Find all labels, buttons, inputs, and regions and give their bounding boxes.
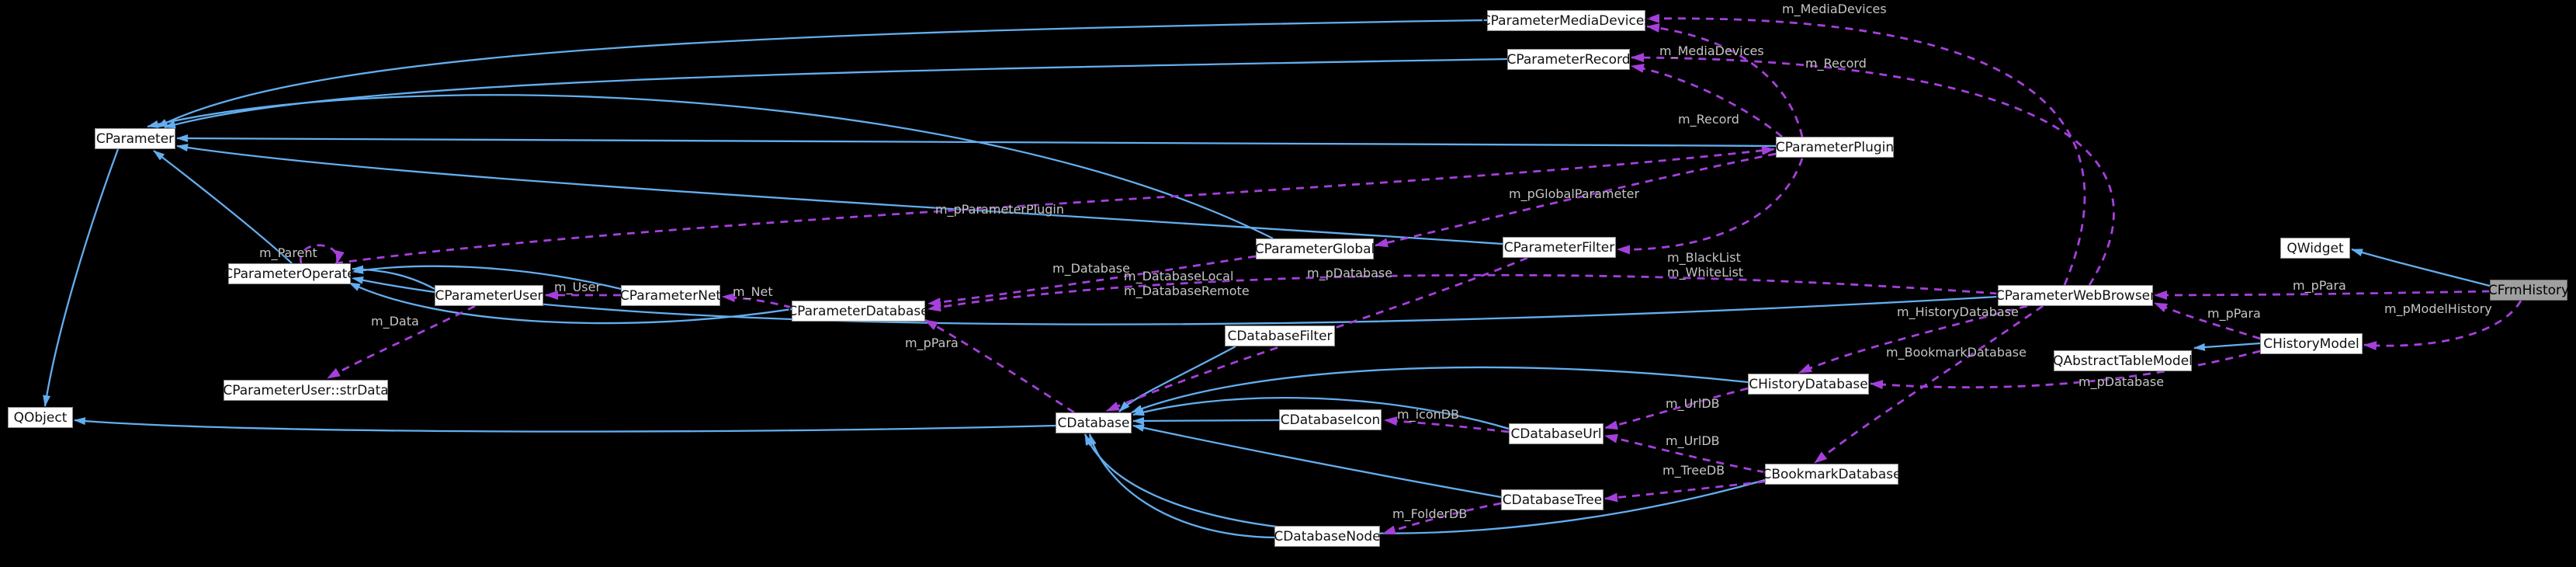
edge-cparameteroperate-to-cparameterplugin (335, 145, 1775, 265)
edge-cparameterplugin-to-cparameter (176, 134, 1777, 148)
class-node-cparametermediadevices[interactable]: CParameterMediaDevices (1482, 10, 1651, 31)
edge-cbookmarkdatabase-to-cdatabasetree (1604, 480, 1766, 503)
edge-cparameterplugin-to-cparameterfilter (1617, 158, 1804, 255)
edge-label-cdatabasetree-cdatabasenode: m_FolderDB (1392, 506, 1468, 521)
edge-label-chistorymodel-cparameterwebbrowser: m_pPara (2207, 306, 2261, 321)
edge-chistorymodel-to-chistorydatabase (1870, 350, 2261, 390)
class-node-cparameteruser[interactable]: CParameterUser (435, 285, 543, 306)
edge-cfrmhistory-to-qwidget (2351, 248, 2491, 287)
class-node-cparameterglobal[interactable]: CParameterGlobal (1255, 238, 1375, 259)
edge-cparameterplugin-to-cparameterglobal (1375, 152, 1777, 248)
class-node-cdatabaseurl[interactable]: CDatabaseUrl (1509, 423, 1603, 444)
edge-cparameterwebbrowser-to-cparameterdatabase (927, 273, 1999, 312)
edge-cparameter-to-qobject (43, 148, 120, 407)
edge-cparameterglobal-to-cparameterdatabase (927, 255, 1257, 308)
class-node-strdata[interactable]: CParameterUser::strData (223, 380, 389, 401)
edge-label-cfrmhistory-cparameterwebbrowser: m_pPara (2293, 278, 2346, 293)
edge-cparameterplugin-to-cparametermediadevices (1646, 23, 1804, 137)
edge-label-cparameternet-cparameteruser: m_User (554, 280, 602, 294)
class-node-cdatabasefilter[interactable]: CDatabaseFilter (1225, 325, 1335, 346)
edge-label-cparameterplugin-cparameterrecord: m_Record (1678, 112, 1739, 127)
edge-label-cparameterglobal-cparameterdatabase: m_Database (1052, 261, 1130, 276)
edge-cparameterrecord-to-cparameter (164, 57, 1508, 129)
edge-cdatabasetree-to-cdatabase (1132, 424, 1502, 499)
edge-cparameternet-to-cparameteroperate (352, 265, 622, 290)
edge-cfrmhistory-to-cparameterwebbrowser (2154, 290, 2491, 300)
edge-label-cparameterdatabase-cparameternet: m_Net (733, 284, 773, 299)
edge-cparameterdatabase-to-cparameternet (722, 293, 792, 309)
class-node-cparameter[interactable]: CParameter (95, 128, 175, 149)
edge-cfrmhistory-to-chistorymodel (2363, 300, 2522, 351)
edge-cparameterplugin-to-cparameterrecord (1631, 63, 1783, 138)
edge-label-cbookmarkdatabase-cdatabasetree: m_TreeDB (1662, 463, 1725, 478)
edge-cdatabasetree-to-cdatabasenode (1382, 502, 1502, 535)
edge-cdatabaseurl-to-cdatabaseicon (1384, 416, 1510, 433)
edge-cparameterwebbrowser-to-cbookmarkdatabase (1814, 304, 2044, 464)
class-node-cparameteroperate[interactable]: CParameterOperate (224, 263, 355, 284)
class-node-cparameterrecord[interactable]: CParameterRecord (1506, 49, 1631, 70)
edge-label-cdatabaseurl-cdatabaseicon: m_iconDB (1397, 407, 1460, 422)
class-node-cparameterdatabase[interactable]: CParameterDatabase (788, 301, 929, 322)
class-node-qabstracttablemodel[interactable]: QAbstractTableModel (2053, 350, 2193, 371)
class-node-cbookmarkdatabase[interactable]: CBookmarkDatabase (1762, 464, 1902, 485)
edge-cdatabase-to-cparameterdatabase (924, 318, 1075, 414)
edge-label-cparameterfilter-cdatabase: m_pDatabase (1307, 266, 1393, 280)
edge-cparameterfilter-to-cparameter (176, 144, 1503, 245)
edge-cparameterdatabase-to-cparameteroperate (348, 281, 792, 325)
edge-label-cparameterwebbrowser-chistorydatabase: m_HistoryDatabase (1897, 304, 2019, 319)
edge-chistorydatabase-to-cdatabaseurl (1604, 387, 1749, 430)
edge-cbookmarkdatabase-to-cdatabaseurl (1604, 433, 1766, 474)
class-node-cdatabaseicon[interactable]: CDatabaseIcon (1279, 409, 1382, 430)
edge-label-cparameteroperate-cparameteroperate: m_Parent (259, 245, 317, 260)
edge-cparameteroperate-to-cparameteroperate (299, 244, 345, 264)
edge-label-cparameterwebbrowser-cbookmarkdatabase: m_BookmarkDatabase (1886, 345, 2026, 360)
class-node-cdatabase[interactable]: CDatabase (1056, 412, 1132, 433)
edge-label-cfrmhistory-chistorymodel: m_pModelHistory (2384, 301, 2492, 316)
edge-cparameterglobal-to-cparameter (147, 94, 1274, 240)
edge-cparameterwebbrowser-to-cparametermediadevices (1646, 13, 2086, 286)
edge-label-cparameterwebbrowser-cparameterrecord: m_Record (1805, 56, 1867, 71)
class-node-qobject[interactable]: QObject (8, 407, 73, 428)
edge-cdatabasefilter-to-cdatabase (1118, 345, 1236, 412)
edge-label-cdatabase-cparameterdatabase: m_pPara (905, 336, 959, 350)
edge-label-cparameterplugin-cparametermediadevices: m_MediaDevices (1659, 43, 1764, 58)
class-node-cfrmhistory[interactable]: CFrmHistory (2488, 280, 2569, 301)
edge-label-cbookmarkdatabase-cdatabaseurl: m_UrlDB (1666, 433, 1720, 448)
edge-label-cparameterplugin-cparameterfilter: m_BlackList m_WhiteList (1667, 250, 1744, 280)
edge-label-cparameterwebbrowser-cparameterdatabase: m_DatabaseLocal m_DatabaseRemote (1124, 269, 1250, 298)
class-node-chistorydatabase[interactable]: CHistoryDatabase (1748, 374, 1869, 395)
edge-cparametermediadevices-to-cparameter (156, 19, 1488, 129)
edge-cparameteroperate-to-cparameter (153, 150, 293, 264)
edge-chistorymodel-to-qabstracttablemodel (2193, 342, 2261, 351)
edge-cdatabaseicon-to-cdatabase (1132, 416, 1280, 425)
edge-chistorydatabase-to-cdatabase (1131, 366, 1749, 414)
edge-label-cparameteroperate-cparameterplugin: m_pParameterPlugin (935, 202, 1064, 217)
class-node-cdatabasenode[interactable]: CDatabaseNode (1274, 526, 1381, 547)
edge-cdatabase-to-qobject (74, 417, 1056, 433)
class-node-qwidget[interactable]: QWidget (2280, 238, 2350, 259)
class-node-cparameterplugin[interactable]: CParameterPlugin (1776, 137, 1894, 158)
edge-chistorymodel-to-cparameterwebbrowser (2154, 301, 2261, 340)
edge-cdatabaseurl-to-cdatabase (1132, 396, 1510, 430)
edge-cparameterwebbrowser-to-cparameterrecord (1631, 53, 2115, 286)
edge-label-chistorydatabase-cdatabaseurl: m_UrlDB (1666, 396, 1720, 411)
class-node-cparameterfilter[interactable]: CParameterFilter (1503, 237, 1616, 258)
edge-label-chistorymodel-chistorydatabase: m_pDatabase (2078, 374, 2165, 389)
class-node-cdatabasetree[interactable]: CDatabaseTree (1501, 489, 1603, 510)
edge-cparameterfilter-to-cdatabase (1106, 256, 1528, 412)
class-node-cparameternet[interactable]: CParameterNet (620, 285, 721, 306)
class-node-chistorymodel[interactable]: CHistoryModel (2260, 333, 2363, 354)
edge-cparameterwebbrowser-to-chistorydatabase (1798, 304, 2028, 374)
edge-label-cparameteruser-strdata: m_Data (371, 314, 419, 329)
edge-label-cparameterwebbrowser-cparametermediadevices: m_MediaDevices (1782, 2, 1887, 16)
edge-label-cparameterplugin-cparameterglobal: m_pGlobalParameter (1509, 186, 1640, 201)
class-node-cparameterwebbrowser[interactable]: CParameterWebBrowser (1995, 285, 2155, 306)
